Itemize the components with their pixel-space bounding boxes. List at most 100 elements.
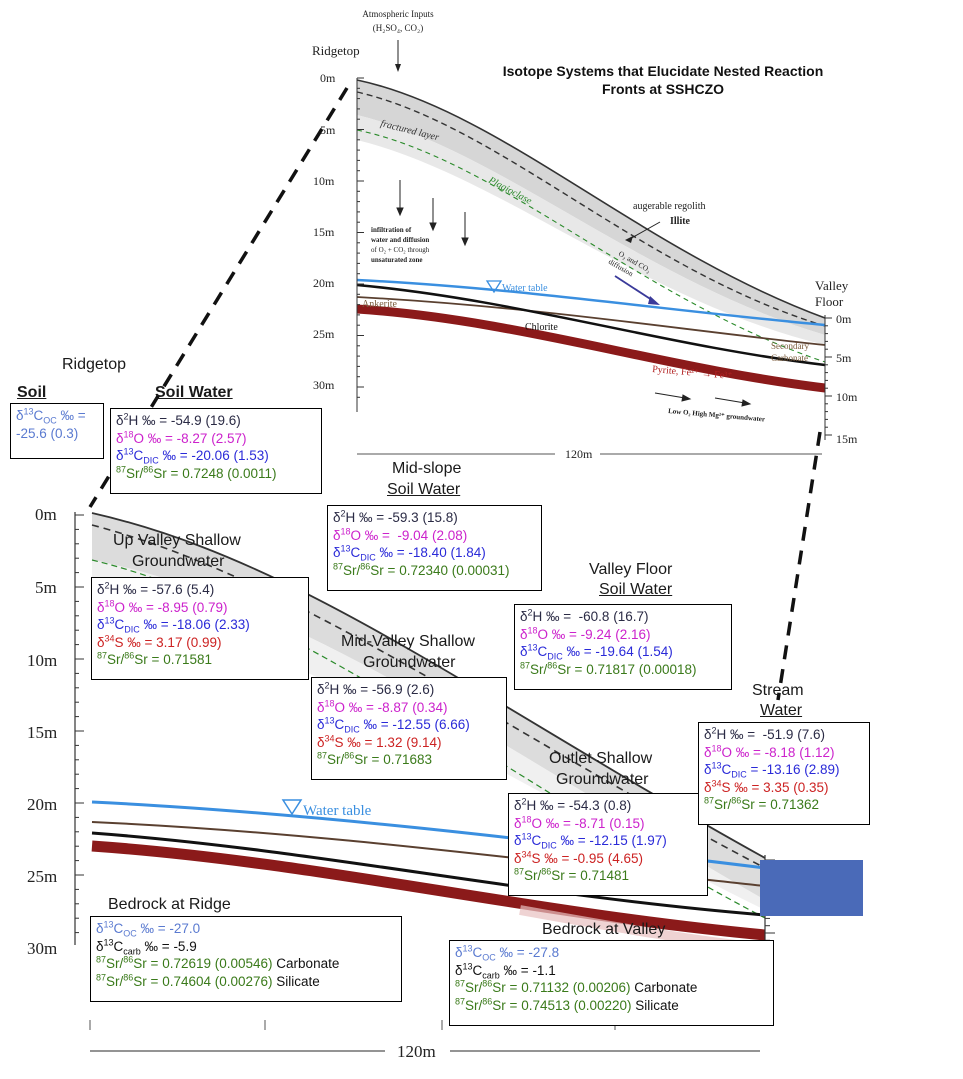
bedrock-ridge-label: Bedrock at Ridge <box>108 896 231 913</box>
inset-valley-label-2: Floor <box>815 294 844 309</box>
outlet-data-box: δ2H ‰ = -54.3 (0.8) δ18O ‰ = -8.71 (0.15… <box>508 793 708 896</box>
mid-valley-c13dic-row: δ13CDIC ‰ = -12.55 (6.66) <box>317 715 470 735</box>
inset-ankerite-line <box>356 296 826 346</box>
o2-diffusion-arrow <box>614 275 656 303</box>
outlet-sr-row: 87Sr/86Sr = 0.71481 <box>514 866 629 883</box>
main-depth-15m: 15m <box>27 723 57 742</box>
inset-depth-5m: 5m <box>320 123 336 137</box>
stream-channel <box>760 860 863 916</box>
mid-valley-h2-row: δ2H ‰ = -56.9 (2.6) <box>317 680 435 697</box>
main-water-table-label: Water table <box>303 803 372 819</box>
mid-slope-label-line1: Mid-slope <box>392 460 462 477</box>
secondary-carbonate-label-1: Secondary <box>771 341 809 351</box>
inset-ridgetop-label: Ridgetop <box>312 43 360 58</box>
outlet-s34-row: δ34S ‰ = -0.95 (4.65) <box>514 849 643 866</box>
soil-data-box: δ13COC ‰ = -25.6 (0.3) <box>10 403 104 459</box>
soil-water-h2-row: δ2H ‰ = -54.9 (19.6) <box>116 411 241 428</box>
soil-water-h2-value: -54.9 (19.6) <box>170 413 241 428</box>
soil-c13oc-row: δ13COC ‰ = <box>16 406 86 426</box>
mid-valley-data-box: δ2H ‰ = -56.9 (2.6) δ18O ‰ = -8.87 (0.34… <box>311 677 507 780</box>
main-depth-0m: 0m <box>35 505 57 524</box>
valley-floor-label-line1: Valley Floor <box>589 561 673 578</box>
bedrock-valley-c13oc-value: -27.8 <box>528 945 560 960</box>
inset-pyrite-band <box>356 304 826 393</box>
up-valley-s34-value: 3.17 (0.99) <box>156 634 222 650</box>
stream-data-box: δ2H ‰ = -51.9 (7.6) δ18O ‰ = -8.18 (1.12… <box>698 722 870 825</box>
bedrock-valley-label: Bedrock at Valley <box>542 921 666 938</box>
mid-valley-label-line2: Groundwater <box>363 654 456 671</box>
stream-sr-row: 87Sr/86Sr = 0.71362 <box>704 795 819 812</box>
stream-c13dic-row: δ13CDIC = -13.16 (2.89) <box>704 760 840 780</box>
secondary-carbonate-label-2: Carbonate <box>771 353 808 363</box>
soil-water-o18-value: -8.27 (2.57) <box>176 430 247 446</box>
augerable-regolith-label: augerable regolith <box>633 201 705 212</box>
up-valley-label-line1: Up Valley Shallow <box>113 532 241 549</box>
main-depth-25m: 25m <box>27 867 57 886</box>
zoom-line-right <box>776 431 822 701</box>
stream-h2-value: -51.9 (7.6) <box>762 727 825 742</box>
inset-depth-10m: 10m <box>313 174 335 188</box>
bedrock-valley-sr-carb-value: 0.71132 (0.00206) <box>521 980 631 995</box>
stream-c13dic-value: -13.16 (2.89) <box>762 762 840 777</box>
stream-s34-row: δ34S ‰ = 3.35 (0.35) <box>704 778 829 795</box>
inset-depth-25m: 25m <box>313 327 335 341</box>
o2-diffusion-arrow-head <box>648 296 660 305</box>
augerable-pointer-head <box>625 236 633 243</box>
mid-valley-c13dic-value: -12.55 (6.66) <box>392 717 470 732</box>
inset-plagioclase-dashed <box>356 129 826 363</box>
inset-regolith-light <box>357 115 825 345</box>
bedrock-valley-silicate-label: Silicate <box>635 997 679 1013</box>
soil-water-sr-value: 0.7248 (0.0011) <box>182 465 277 481</box>
main-pyrite-band <box>91 840 766 941</box>
valley-floor-c13dic-value: -19.64 (1.54) <box>595 644 673 659</box>
inset-depth-30m: 30m <box>313 378 335 392</box>
main-distance-label: 120m <box>397 1042 436 1061</box>
atm-inputs-line1: Atmospheric Inputs <box>362 9 434 19</box>
soil-water-c13dic-row: δ13CDIC ‰ = -20.06 (1.53) <box>116 446 269 466</box>
chlorite-label: Chlorite <box>525 322 558 333</box>
up-valley-sr-row: 87Sr/86Sr = 0.71581 <box>97 650 212 667</box>
main-depth-30m: 30m <box>27 939 57 958</box>
bedrock-ridge-sr-carb-row: 87Sr/86Sr = 0.72619 (0.00546) Carbonate <box>96 954 340 971</box>
bedrock-ridge-silicate-label: Silicate <box>276 973 320 989</box>
mid-valley-sr-row: 87Sr/86Sr = 0.71683 <box>317 750 432 767</box>
valley-floor-sr-value: 0.71817 (0.00018) <box>586 661 697 677</box>
soil-water-data-box: δ2H ‰ = -54.9 (19.6) δ18O ‰ = -8.27 (2.5… <box>110 408 322 494</box>
inset-valley-label-1: Valley <box>815 278 849 293</box>
main-depth-5m: 5m <box>35 578 57 597</box>
main-depth-labels: 0m 5m 10m 15m 20m 25m 30m <box>27 505 57 958</box>
outlet-h2-row: δ2H ‰ = -54.3 (0.8) <box>514 796 632 813</box>
bedrock-valley-c13carb-value: -1.1 <box>532 962 556 978</box>
up-valley-data-box: δ2H ‰ = -57.6 (5.4) δ18O ‰ = -8.95 (0.79… <box>91 577 309 680</box>
augerable-pointer <box>627 221 661 241</box>
valley-floor-o18-value: -9.24 (2.16) <box>580 626 651 642</box>
outlet-o18-row: δ18O ‰ = -8.71 (0.15) <box>514 814 645 831</box>
mid-valley-s34-value: 1.32 (9.14) <box>376 734 442 750</box>
inset-right-depth-0m: 0m <box>836 312 852 326</box>
bedrock-ridge-c13carb-row: δ13Ccarb ‰ = -5.9 <box>96 937 197 957</box>
outlet-c13dic-value: -12.15 (1.97) <box>589 833 667 848</box>
bedrock-ridge-sr-carb-value: 0.72619 (0.00546) <box>162 956 273 971</box>
valley-floor-sr-row: 87Sr/86Sr = 0.71817 (0.00018) <box>520 660 697 677</box>
mid-valley-h2-value: -56.9 (2.6) <box>371 682 435 697</box>
soil-water-sr-row: 87Sr/86Sr = 0.7248 (0.0011) <box>116 464 277 481</box>
bedrock-ridge-carbonate-label: Carbonate <box>276 956 340 971</box>
outlet-o18-value: -8.71 (0.15) <box>574 815 645 831</box>
infiltration-text-4: unsaturated zone <box>371 256 423 264</box>
bedrock-valley-sr-sil-value: 0.74513 (0.00220) <box>521 997 632 1013</box>
mid-slope-o18-row: δ18O ‰ = -9.04 (2.08) <box>333 526 468 543</box>
mid-valley-s34-row: δ34S ‰ = 1.32 (9.14) <box>317 733 442 750</box>
outlet-label-line1: Outlet Shallow <box>549 750 653 767</box>
up-valley-c13dic-row: δ13CDIC ‰ = -18.06 (2.33) <box>97 615 250 635</box>
inset-right-depth-15m: 15m <box>836 432 858 446</box>
stream-o18-value: -8.18 (1.12) <box>764 744 835 760</box>
inset-right-depth-10m: 10m <box>836 390 858 404</box>
soil-water-label: Soil Water <box>155 384 233 401</box>
mid-slope-label-line2: Soil Water <box>387 481 461 498</box>
bedrock-ridge-sr-sil-row: 87Sr/86Sr = 0.74604 (0.00276) Silicate <box>96 972 320 989</box>
inset-water-table-marker <box>485 280 503 294</box>
outlet-label-line2: Groundwater <box>556 771 649 788</box>
main-water-table-marker <box>281 799 303 816</box>
mid-valley-sr-value: 0.71683 <box>383 752 432 767</box>
inset-title-line2: Fronts at SSHCZO <box>602 81 724 97</box>
